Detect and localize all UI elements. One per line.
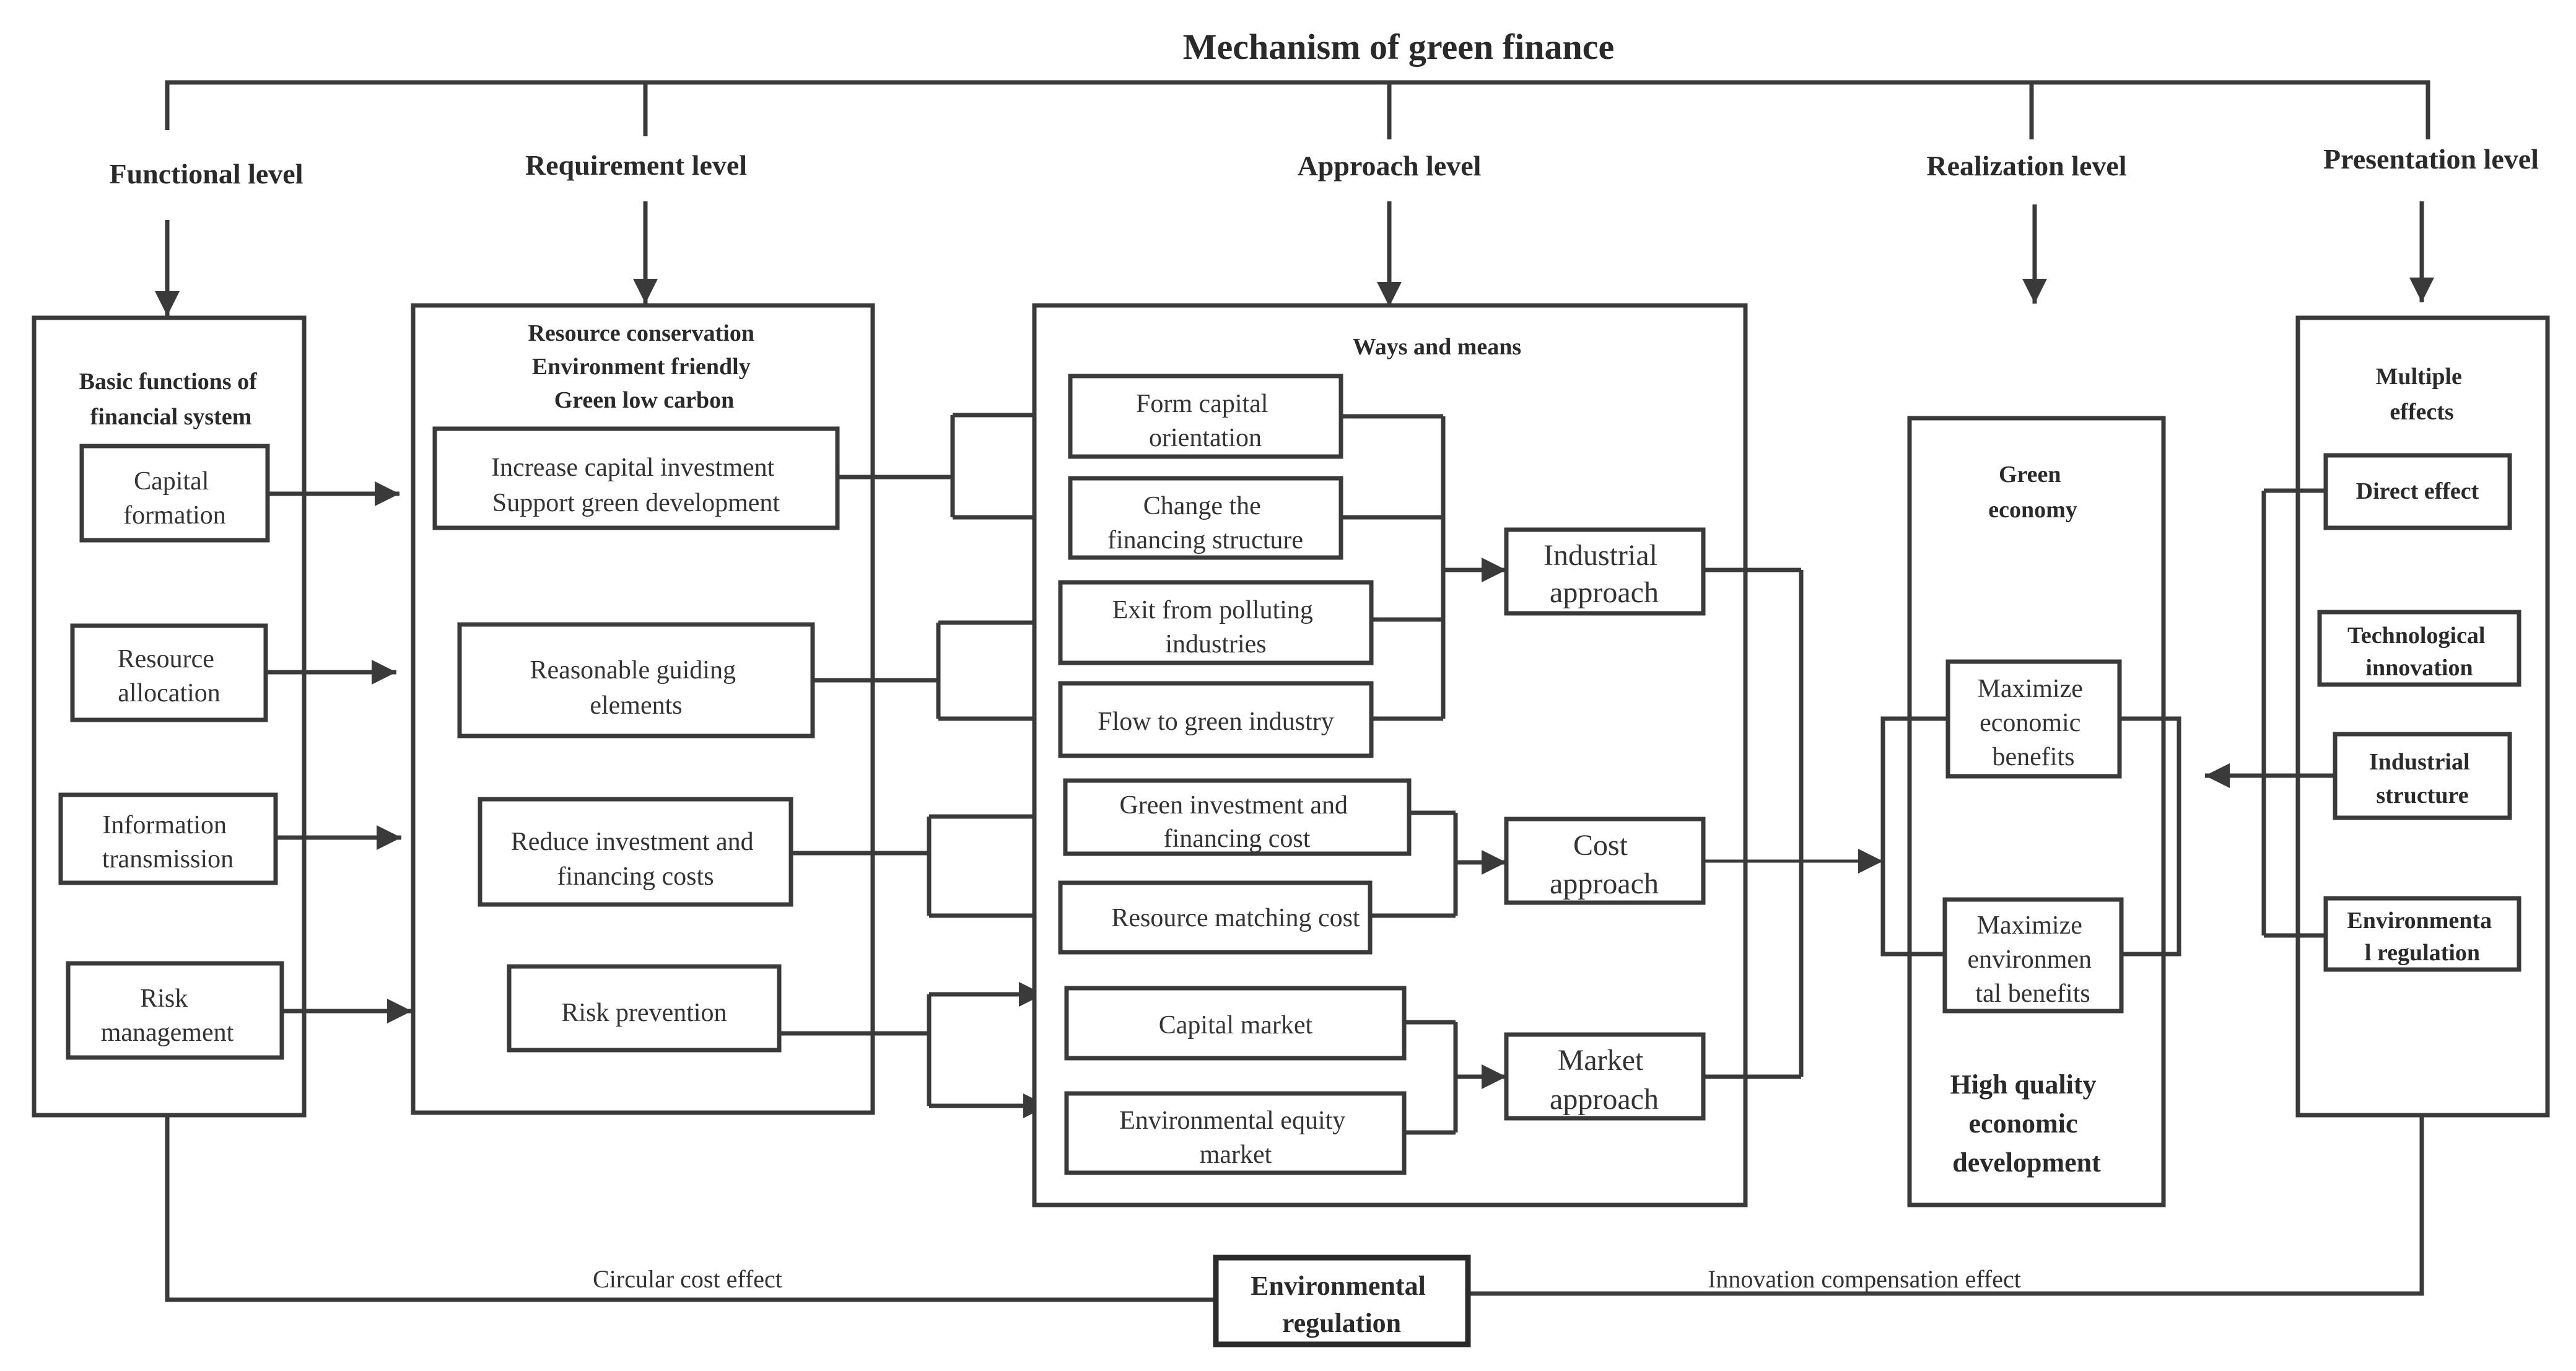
effect-label-environmental-regulation: Environmenta l regulation [2347,908,2497,966]
bottom-right-label: Innovation compensation effect [1708,1265,2021,1293]
effects-collector [2205,488,2335,938]
approach-to-realization-connectors [1703,567,1883,1079]
approach-label-cost: Cost approach [1550,829,1659,900]
means-box-resource-matching-cost [1058,880,1373,955]
functional-panel-title: Basic functions of financial system [79,369,263,430]
environmental-regulation-box [1213,1255,1471,1347]
function-box-resource-allocation [70,623,268,722]
approach-box-cost [1504,817,1706,905]
requirement-box-risk-prevention [507,964,782,1053]
benefit-box-environmental [1942,897,2124,1014]
level-down-arrows [155,201,2434,316]
level-label-presentation: Presentation level [2323,143,2539,175]
function-label-information-transmission: Information transmission [102,811,234,874]
means-label-equity-market: Environmental equity market [1119,1106,1352,1169]
means-box-capital-market [1064,986,1407,1061]
means-label-capital-market: Capital market [1159,1011,1313,1040]
function-box-information-transmission [58,792,278,885]
effect-box-direct [2323,453,2512,530]
function-box-risk-management [66,961,284,1060]
realization-top-label: Green economy [1988,462,2077,523]
means-box-green-industry [1058,681,1374,758]
bottom-left-label: Circular cost effect [593,1265,782,1293]
benefit-label-environmental: Maximize environmen tal benefits [1967,911,2098,1008]
means-label-resource-matching-cost: Resource matching cost [1111,904,1360,932]
functional-to-requirement-arrows [266,481,412,1023]
function-label-risk-management: Risk management [101,984,234,1047]
presentation-panel-title: Multiple effects [2376,364,2468,425]
means-label-polluting-industries: Exit from polluting industries [1112,596,1320,659]
bottom-feedback-loop [165,1115,2424,1302]
means-label-green-industry: Flow to green industry [1098,707,1334,736]
effect-box-environmental-regulation [2323,896,2521,972]
effect-label-industrial-structure: Industrial structure [2369,749,2476,808]
realization-bottom-label: High quality economic development [1950,1069,2103,1178]
means-label-capital-orientation: Form capital orientation [1136,390,1275,452]
requirement-box-guiding-elements [457,622,815,738]
approach-box-industrial [1504,527,1706,616]
level-label-functional: Functional level [109,158,303,190]
level-label-approach: Approach level [1298,150,1482,182]
presentation-panel [2295,315,2550,1118]
requirement-label-capital-investment: Increase capital investment Support gree… [491,453,781,517]
means-box-capital-orientation [1068,374,1343,459]
environmental-regulation-label: Environmental regulation [1251,1271,1433,1338]
level-label-requirement: Requirement level [525,149,747,181]
effect-box-industrial-structure [2333,732,2512,820]
function-label-capital-formation: Capital formation [123,467,226,530]
requirement-label-guiding-elements: Reasonable guiding elements [530,656,743,720]
requirement-label-reduce-costs: Reduce investment and financing costs [511,828,760,891]
means-label-green-investment-cost: Green investment and financing cost [1119,791,1354,853]
requirement-panel-header: Resource conservation Environment friend… [528,320,760,413]
means-box-equity-market [1064,1091,1407,1175]
benefit-label-economic: Maximize economic benefits [1978,675,2090,771]
means-box-polluting-industries [1058,580,1374,665]
diagram-title: Mechanism of green finance [1183,27,1614,67]
means-to-approach-connectors [1341,414,1506,1135]
approach-label-industrial: Industrial approach [1543,539,1665,609]
means-box-green-investment-cost [1063,778,1412,856]
function-label-resource-allocation: Resource allocation [118,645,221,707]
effect-label-direct: Direct effect [2356,478,2479,504]
top-bracket [165,80,2430,139]
means-label-financing-structure: Change the financing structure [1107,492,1303,554]
requirement-box-reduce-costs [478,797,793,907]
effect-label-technological-innovation: Technological innovation [2347,623,2491,681]
benefit-box-economic [1945,659,2122,779]
approach-panel-title: Ways and means [1353,334,1521,360]
realization-panel [1907,416,2166,1207]
requirement-to-means-connectors [779,403,1070,1118]
level-label-realization: Realization level [1926,150,2126,182]
effect-box-technological-innovation [2317,610,2521,687]
approach-label-market: Market approach [1550,1044,1659,1116]
requirement-label-risk-prevention: Risk prevention [561,999,727,1027]
